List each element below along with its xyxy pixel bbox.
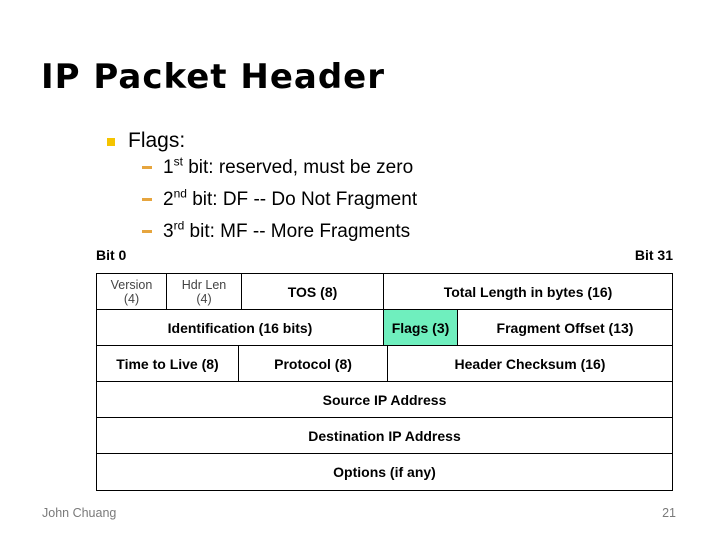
sub-bullet-text: 1st bit: reserved, must be zero bbox=[163, 154, 414, 178]
field-total-length: Total Length in bytes (16) bbox=[443, 283, 613, 300]
field-fragment-offset: Fragment Offset (13) bbox=[496, 319, 634, 336]
ip-header-row-6: Options (if any) bbox=[97, 454, 672, 490]
field-flags-highlighted: Flags (3) bbox=[384, 310, 458, 345]
ip-header-row-4: Source IP Address bbox=[97, 382, 672, 418]
page-number: 21 bbox=[662, 506, 676, 520]
sub-bullet-first-bit: 1st bit: reserved, must be zero bbox=[142, 156, 417, 188]
bit0-label: Bit 0 bbox=[96, 247, 127, 263]
bit-range-labels: Bit 0 Bit 31 bbox=[96, 247, 673, 263]
page-title: IP Packet Header bbox=[41, 57, 385, 97]
field-tos: TOS (8) bbox=[242, 274, 384, 309]
sub-bullet-text: 2nd bit: DF -- Do Not Fragment bbox=[163, 186, 418, 210]
field-version: Version (4) bbox=[97, 274, 167, 309]
field-identification: Identification (16 bits) bbox=[97, 310, 384, 345]
bit31-label: Bit 31 bbox=[634, 247, 673, 263]
sub-bullet-third-bit: 3rd bit: MF -- More Fragments bbox=[142, 220, 417, 252]
ip-header-row-1: Version (4) Hdr Len (4) TOS (8) Total Le… bbox=[97, 274, 672, 310]
field-hdr-len: Hdr Len (4) bbox=[167, 274, 242, 309]
dash-bullet-icon bbox=[142, 166, 152, 169]
bullet-flags-label: Flags: bbox=[128, 129, 186, 152]
flags-sub-bullet-list: 1st bit: reserved, must be zero 2nd bit:… bbox=[142, 156, 417, 252]
field-source-ip: Source IP Address bbox=[322, 391, 447, 408]
field-destination-ip: Destination IP Address bbox=[308, 427, 461, 444]
footer-author: John Chuang bbox=[42, 506, 117, 520]
bullet-flags: Flags: bbox=[107, 128, 185, 154]
ip-header-row-3: Time to Live (8) Protocol (8) Header Che… bbox=[97, 346, 672, 382]
square-bullet-icon bbox=[107, 137, 115, 146]
dash-bullet-icon bbox=[142, 230, 152, 233]
field-options: Options (if any) bbox=[333, 464, 436, 480]
ordinal-superscript: nd bbox=[173, 186, 187, 201]
field-header-checksum: Header Checksum (16) bbox=[454, 355, 606, 372]
field-time-to-live: Time to Live (8) bbox=[97, 346, 239, 381]
sub-bullet-second-bit: 2nd bit: DF -- Do Not Fragment bbox=[142, 188, 417, 220]
ip-header-row-2: Identification (16 bits) Flags (3) Fragm… bbox=[97, 310, 672, 346]
ordinal-superscript: st bbox=[173, 154, 183, 169]
ip-header-diagram: Version (4) Hdr Len (4) TOS (8) Total Le… bbox=[96, 273, 673, 491]
ordinal-superscript: rd bbox=[173, 218, 185, 233]
field-protocol: Protocol (8) bbox=[239, 346, 388, 381]
ip-header-row-5: Destination IP Address bbox=[97, 418, 672, 454]
dash-bullet-icon bbox=[142, 198, 152, 201]
sub-bullet-text: 3rd bit: MF -- More Fragments bbox=[163, 218, 411, 242]
